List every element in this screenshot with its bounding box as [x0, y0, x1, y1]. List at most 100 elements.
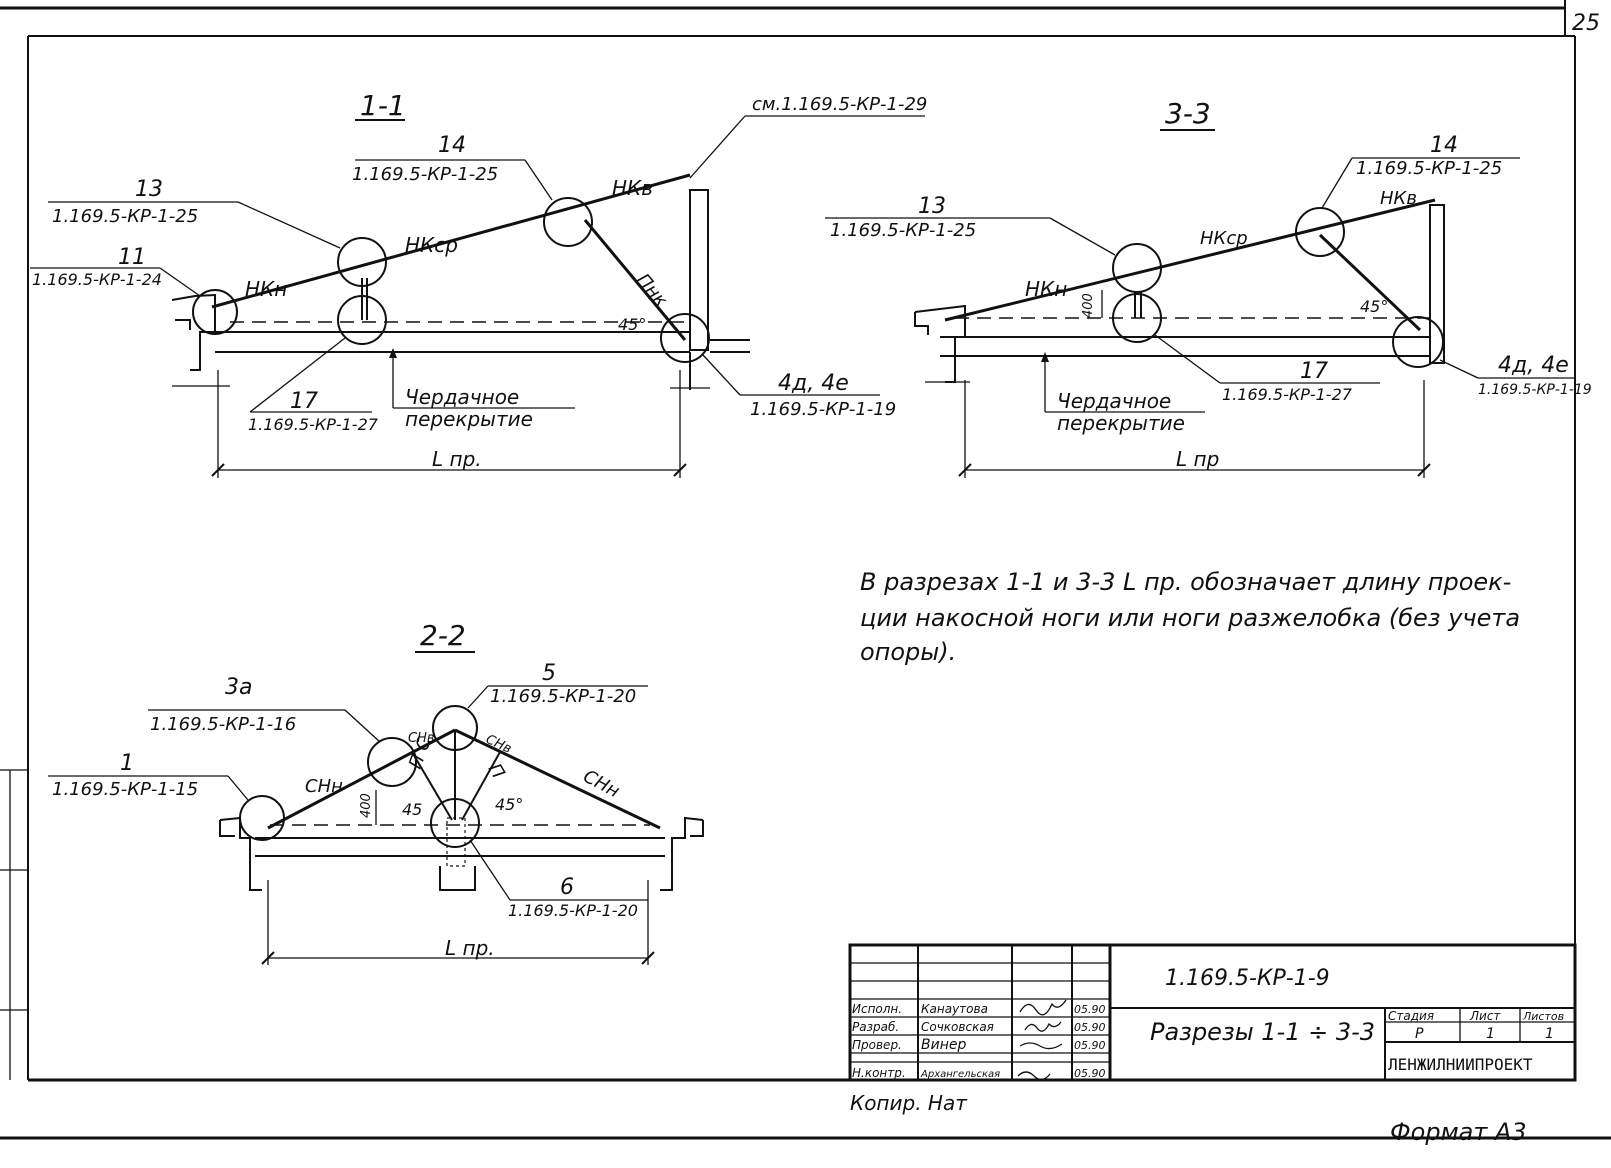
leader-3a	[344, 709, 381, 743]
format-label: Формат А3	[1390, 1118, 1527, 1146]
angle-left: 45	[402, 800, 422, 819]
leader-top	[689, 115, 746, 179]
circle-14	[1295, 207, 1345, 257]
signature-4	[1017, 1071, 1051, 1081]
leader-17	[1154, 334, 1221, 384]
label-snn-left: СНн	[305, 776, 343, 797]
span-tick-l	[958, 463, 972, 477]
dim-400: 400	[1081, 293, 1096, 318]
circle-1	[239, 795, 285, 841]
copied-by: Копир. Нат	[850, 1091, 968, 1115]
callout-1-num: 1	[120, 751, 134, 776]
name-3: Винер	[921, 1037, 966, 1053]
sheet-number: 25	[1572, 11, 1600, 36]
wall-post	[1429, 204, 1445, 364]
wall-post	[689, 189, 709, 351]
center-support	[446, 817, 466, 867]
callout-17-ref: 1.169.5-КР-1-27	[1222, 385, 1353, 404]
callout-14-num: 14	[438, 133, 466, 158]
strut-line	[1318, 233, 1422, 332]
circle-17	[1112, 293, 1162, 343]
angle-45: 45°	[1360, 297, 1388, 316]
label-nkcp: НКср	[405, 233, 458, 257]
leader-14	[524, 159, 553, 201]
leader-11	[159, 267, 201, 297]
floor-arrow	[1041, 352, 1049, 362]
callout-6-num: 6	[560, 875, 574, 900]
left-eave	[171, 293, 216, 371]
callout-4-ref: 1.169.5-КР-1-19	[1478, 382, 1592, 398]
circle-14	[543, 197, 593, 247]
label-nkcp: НКср	[1200, 228, 1248, 249]
eave-step	[219, 820, 235, 837]
role-4: Н.контр.	[852, 1066, 906, 1080]
left-eave	[219, 816, 262, 891]
callout-3a-num: 3а	[225, 675, 252, 700]
doc-code: 1.169.5-КР-1-9	[1165, 966, 1330, 991]
circle-13	[1112, 243, 1162, 293]
label-p: П	[484, 760, 509, 783]
callout-13-num: 13	[135, 177, 163, 202]
circle-17	[337, 295, 387, 345]
title-block-frame	[848, 943, 1577, 1082]
date-2: 05.90	[1074, 1021, 1106, 1034]
note-line-1: В разрезах 1-1 и 3-3 L пр. обозначает дл…	[860, 568, 1511, 596]
callout-4-num: 4д, 4е	[1498, 353, 1569, 378]
label-snn-right: СНн	[580, 766, 624, 802]
eave-step	[175, 319, 191, 330]
callout-14-num: 14	[1430, 133, 1458, 158]
callout-13-ref: 1.169.5-КР-1-25	[830, 220, 976, 241]
span-tick-l	[261, 951, 275, 965]
eave-step-r	[690, 820, 704, 837]
label-nkn: НКн	[1025, 277, 1067, 301]
callout-4-num: 4д, 4е	[778, 371, 849, 396]
org-name: ЛЕНЖИЛНИИПРОЕКТ	[1388, 1055, 1533, 1074]
circle-11	[192, 289, 238, 335]
date-3: 05.90	[1074, 1039, 1106, 1052]
leader-17	[249, 337, 346, 413]
span-tick-r	[641, 951, 655, 965]
circle-6	[430, 798, 480, 848]
circle-4	[660, 313, 710, 363]
section-1-1-title: 1-1	[360, 89, 406, 122]
role-2: Разраб.	[852, 1020, 899, 1034]
angle-right: 45°	[495, 795, 523, 814]
note-line-3: опоры).	[860, 638, 956, 666]
rafter-line	[944, 198, 1436, 322]
circle-4	[1392, 316, 1444, 368]
callout-11-ref: 1.169.5-КР-1-24	[32, 270, 162, 289]
floor-arrow	[389, 348, 397, 358]
label-pnk: Пнк	[632, 270, 671, 311]
callout-17-num: 17	[290, 389, 318, 414]
eave-step	[914, 312, 929, 335]
circle-3a	[367, 737, 417, 787]
callout-17-ref: 1.169.5-КР-1-27	[248, 415, 379, 434]
span-tick-r	[673, 463, 687, 477]
leader-5	[467, 685, 489, 709]
callout-13-num: 13	[918, 194, 946, 219]
leader-14	[1321, 157, 1353, 209]
signature-3	[1019, 1042, 1063, 1050]
callout-11-num: 11	[118, 245, 146, 270]
angle-45: 45°	[618, 315, 646, 334]
circle-5	[432, 705, 478, 751]
callout-4-ref: 1.169.5-КР-1-19	[750, 399, 896, 420]
leader-4	[1439, 359, 1479, 379]
sheets-header: Листов	[1522, 1010, 1564, 1023]
title-block: 1.169.5-КР-1-9 Разрезы 1-1 ÷ 3-3 Стадия …	[848, 943, 1577, 1082]
rafter-left	[267, 728, 456, 830]
sheet-header: Лист	[1469, 1009, 1501, 1023]
rafter-right	[454, 728, 661, 830]
section-1-1: 1-1 14 1.169.5-КР-1-25 13	[30, 89, 927, 478]
strut-left	[411, 751, 453, 821]
leader-1	[227, 775, 249, 801]
callout-13-ref: 1.169.5-КР-1-25	[52, 206, 198, 227]
section-3-3-title: 3-3	[1165, 97, 1211, 130]
callout-6-ref: 1.169.5-КР-1-20	[508, 901, 638, 920]
leader-13	[1049, 217, 1116, 256]
stage-header: Стадия	[1388, 1009, 1434, 1023]
callout-1-ref: 1.169.5-КР-1-15	[52, 779, 198, 800]
callout-5-ref: 1.169.5-КР-1-20	[490, 686, 636, 707]
center-wall	[439, 866, 476, 891]
